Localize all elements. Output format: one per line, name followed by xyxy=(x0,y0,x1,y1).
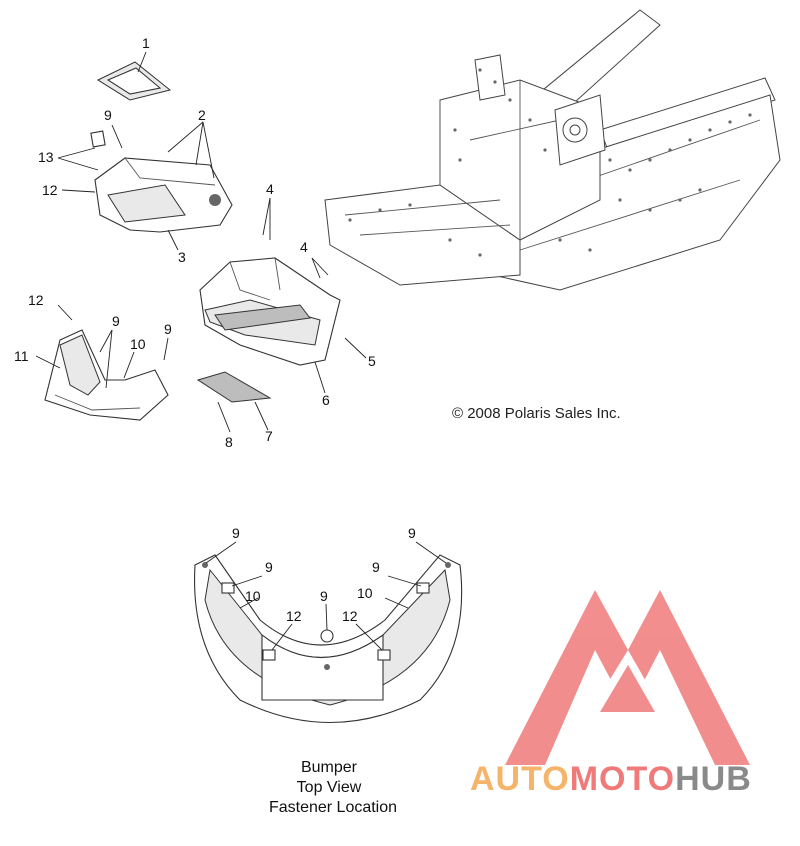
callout-3: 3 xyxy=(178,249,186,265)
part-7-skid-plate xyxy=(196,371,272,403)
bumper-callout-10-right: 10 xyxy=(357,585,373,601)
callout-4-left: 4 xyxy=(266,181,274,197)
bumper-top-view xyxy=(194,554,463,724)
watermark-logo xyxy=(505,590,750,765)
callout-12-lower: 12 xyxy=(28,292,44,308)
watermark-part-moto: MOTO xyxy=(570,760,675,798)
bumper-callout-12-right: 12 xyxy=(342,608,358,624)
callout-7: 7 xyxy=(265,428,273,444)
copyright-text: © 2008 Polaris Sales Inc. xyxy=(452,405,621,422)
callout-11: 11 xyxy=(14,348,29,364)
callout-1: 1 xyxy=(142,35,150,51)
caption-line-1: Bumper xyxy=(301,759,358,776)
callout-4-right: 4 xyxy=(300,239,308,255)
callout-9-right: 9 xyxy=(164,321,172,337)
callout-9-upper: 9 xyxy=(104,107,112,123)
caption-line-2: Top View xyxy=(297,779,362,796)
bumper-callout-10-left: 10 xyxy=(245,588,261,604)
watermark-part-auto: AUTO xyxy=(470,760,570,798)
part-11-bumper xyxy=(44,329,169,421)
callout-2: 2 xyxy=(198,107,206,123)
callout-10: 10 xyxy=(130,336,146,352)
callout-13: 13 xyxy=(38,149,54,165)
bumper-callout-9-left-mid: 9 xyxy=(265,559,273,575)
frame-rivets xyxy=(348,68,752,257)
bumper-callout-9-center: 9 xyxy=(320,588,328,604)
callout-6: 6 xyxy=(322,392,330,408)
bumper-callout-9-right-mid: 9 xyxy=(372,559,380,575)
watermark-text: AUTOMOTOHUB xyxy=(470,760,752,798)
caption-line-3: Fastener Location xyxy=(269,799,397,816)
watermark-part-hub: HUB xyxy=(675,760,752,798)
bumper-callout-9-right-top: 9 xyxy=(408,525,416,541)
bumper-callout-9-left-top: 9 xyxy=(232,525,240,541)
callout-9-lower: 9 xyxy=(112,313,120,329)
part-6-nose-pan xyxy=(199,257,341,366)
callout-5: 5 xyxy=(368,353,376,369)
part-1-plate xyxy=(96,51,172,101)
callout-8: 8 xyxy=(225,434,233,450)
bumper-callout-12-left: 12 xyxy=(286,608,302,624)
chassis-frame xyxy=(324,9,781,291)
part-3-cover xyxy=(90,130,233,233)
callout-12-upper: 12 xyxy=(42,182,58,198)
